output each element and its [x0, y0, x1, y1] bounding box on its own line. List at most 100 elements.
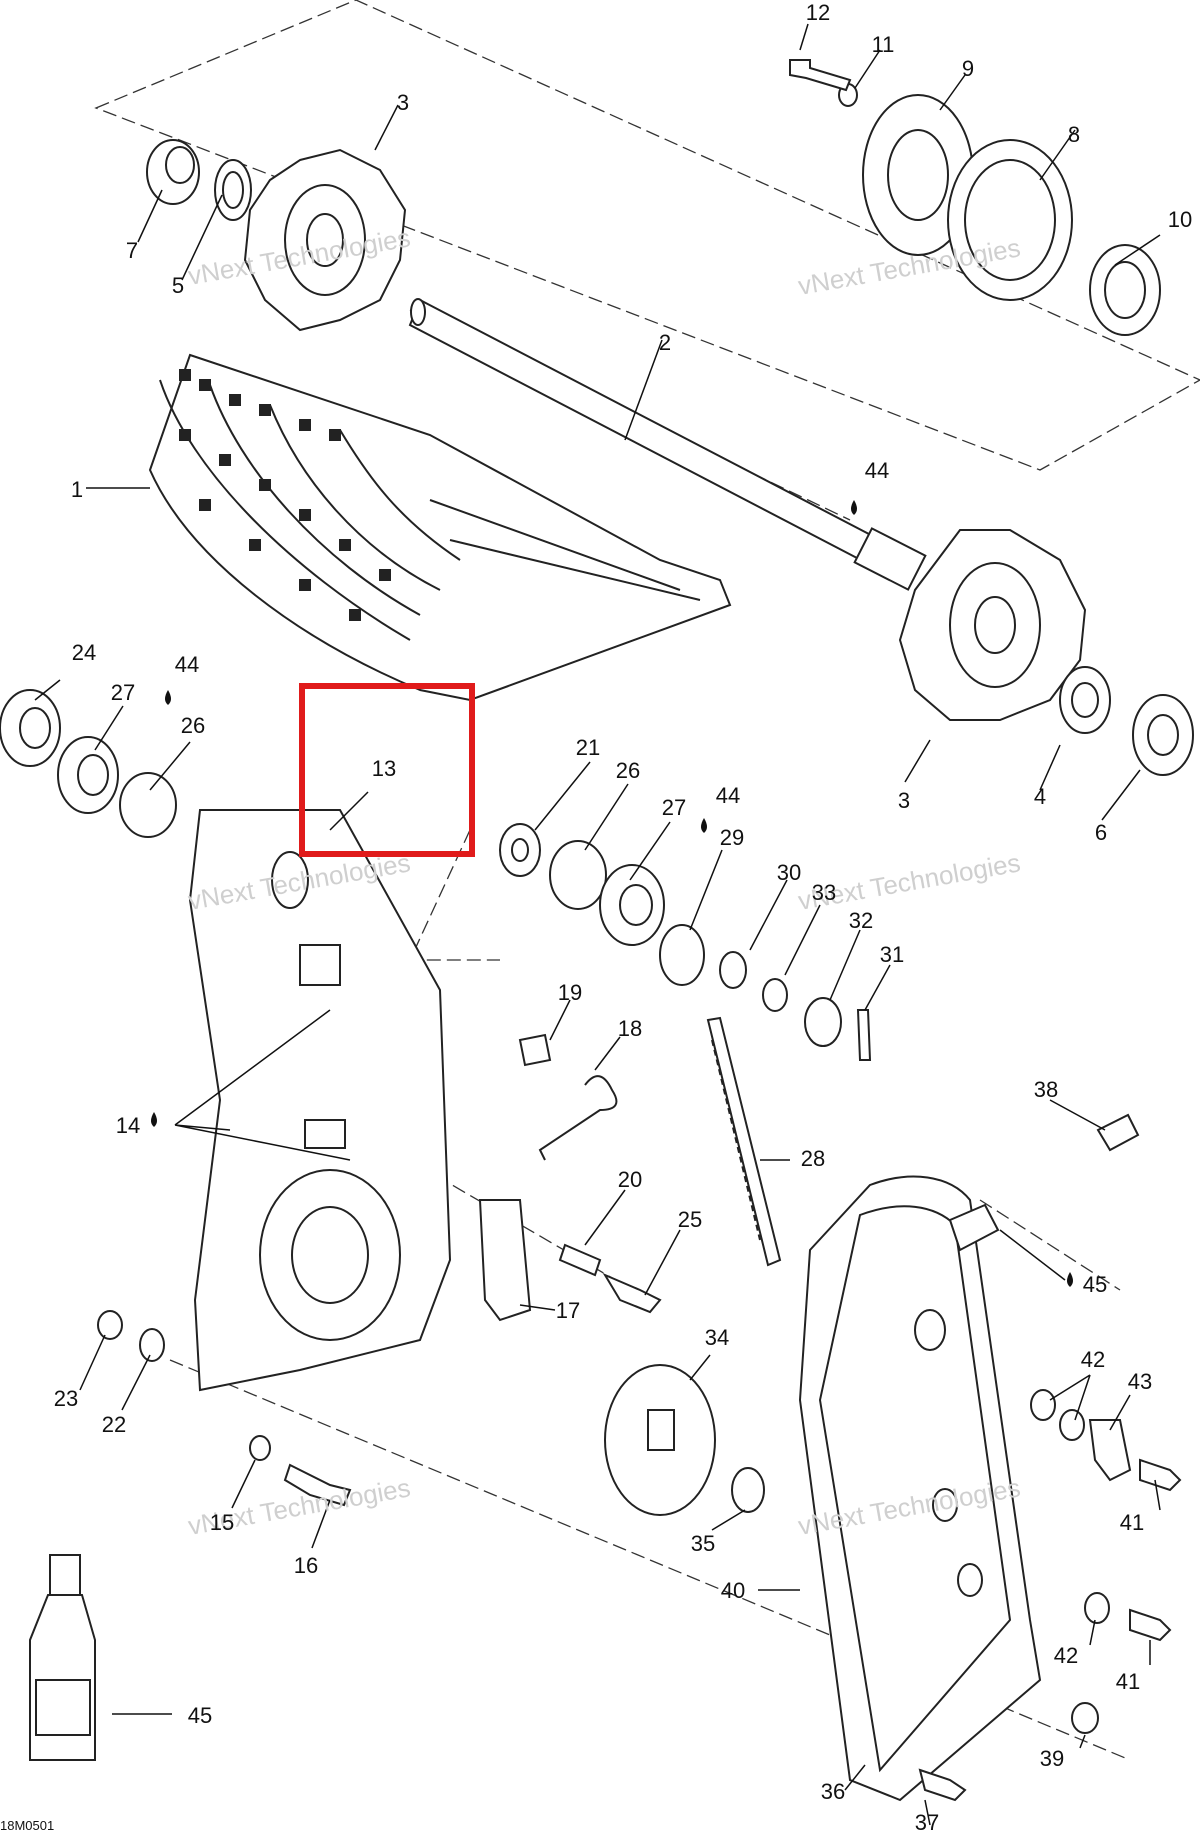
callout-15: 15 — [210, 1510, 234, 1535]
callout-6: 6 — [1095, 820, 1107, 845]
callout-23: 23 — [54, 1386, 78, 1411]
callout-4: 4 — [1034, 784, 1046, 809]
washer-33 — [762, 978, 788, 1012]
callout-25: 25 — [678, 1207, 702, 1232]
upper-assembly-outline — [94, 0, 1200, 471]
spacer-26a — [119, 772, 177, 838]
callout-3-lower: 3 — [898, 788, 910, 813]
bolt-16 — [283, 1463, 352, 1507]
drive-chain — [706, 1016, 782, 1267]
figure-reference: 18M0501 — [0, 1818, 54, 1833]
callout-19: 19 — [558, 980, 582, 1005]
callout-24: 24 — [72, 640, 96, 665]
callout-43: 43 — [1128, 1369, 1152, 1394]
spring-18 — [538, 1075, 618, 1161]
driveshaft-end-45 — [948, 1203, 1000, 1252]
callout-7: 7 — [126, 238, 138, 263]
washer-15 — [249, 1435, 271, 1461]
callout-12: 12 — [806, 0, 830, 25]
callout-41-lower: 41 — [1116, 1669, 1140, 1694]
washer-42c — [1084, 1592, 1110, 1624]
callout-42-upper: 42 — [1081, 1347, 1105, 1372]
washer-42b — [1059, 1409, 1085, 1441]
retainer-ring-35 — [731, 1467, 765, 1513]
axle-shaft — [408, 298, 927, 591]
oil-bottle — [29, 1554, 96, 1761]
chaincase-housing — [188, 809, 452, 1392]
pin-31 — [856, 1009, 872, 1061]
drop-icon — [165, 690, 171, 705]
callout-21: 21 — [576, 735, 600, 760]
bolt-38 — [1096, 1113, 1140, 1152]
callout-30: 30 — [777, 860, 801, 885]
callout-16: 16 — [294, 1553, 318, 1578]
lower-assembly-outline — [408, 829, 500, 961]
callout-44-mid: 44 — [716, 783, 740, 808]
bolt-25 — [602, 1272, 662, 1314]
drop-icon — [151, 1112, 157, 1127]
track-belt — [148, 353, 732, 702]
callout-38: 38 — [1034, 1077, 1058, 1102]
callout-34: 34 — [705, 1325, 729, 1350]
callout-37: 37 — [915, 1810, 939, 1834]
tensioner-arm-17 — [478, 1199, 532, 1322]
callout-26-mid: 26 — [616, 758, 640, 783]
callout-13: 13 — [372, 756, 396, 781]
callout-17: 17 — [556, 1298, 580, 1323]
callout-44-upper: 44 — [865, 458, 889, 483]
drop-icon — [701, 818, 707, 833]
callout-45-bottle: 45 — [188, 1703, 212, 1728]
callout-32: 32 — [849, 908, 873, 933]
callout-10: 10 — [1168, 207, 1192, 232]
callout-39: 39 — [1040, 1746, 1064, 1771]
washer-23 — [97, 1310, 123, 1340]
bolt-37 — [918, 1768, 967, 1802]
callout-40: 40 — [721, 1578, 745, 1603]
callout-11: 11 — [872, 32, 895, 57]
callout-33: 33 — [812, 880, 836, 905]
drive-sprocket-upper — [243, 148, 407, 332]
driven-sprocket — [604, 1364, 716, 1516]
callout-31: 31 — [880, 942, 904, 967]
callout-27-mid: 27 — [662, 795, 686, 820]
bearing-27b — [599, 864, 665, 946]
drop-icon — [1067, 1272, 1073, 1287]
seal-10 — [1089, 244, 1161, 336]
seal-5 — [214, 159, 252, 221]
callout-2: 2 — [659, 330, 671, 355]
callout-20: 20 — [618, 1167, 642, 1192]
callout-26-left: 26 — [181, 713, 205, 738]
washer-42a — [1030, 1389, 1056, 1421]
callout-3-upper: 3 — [397, 90, 409, 115]
bearing-6 — [1132, 694, 1194, 776]
callout-1: 1 — [71, 477, 83, 502]
bearing-7 — [146, 139, 200, 205]
callout-22: 22 — [102, 1412, 126, 1437]
washer-30 — [719, 951, 747, 989]
plug-39 — [1071, 1702, 1099, 1734]
callout-44-left: 44 — [175, 652, 199, 677]
washer-22 — [139, 1328, 165, 1362]
washer-21 — [499, 823, 541, 877]
callout-41-upper: 41 — [1120, 1510, 1144, 1535]
sprocket-29 — [659, 924, 705, 986]
callout-9: 9 — [962, 56, 974, 81]
bearing-housing-8 — [947, 139, 1073, 301]
callout-29: 29 — [720, 825, 744, 850]
callout-5: 5 — [172, 273, 184, 298]
bearing-27a — [57, 736, 119, 814]
callout-27-left: 27 — [111, 680, 135, 705]
callout-18: 18 — [618, 1016, 642, 1041]
cover-centerline — [979, 1199, 1121, 1291]
callout-35: 35 — [691, 1531, 715, 1556]
spacer-26b — [549, 840, 607, 910]
chaincase-cover — [798, 1175, 1042, 1802]
drop-icon — [851, 500, 857, 515]
callout-14: 14 — [116, 1113, 140, 1138]
pin-20 — [558, 1243, 602, 1277]
callout-42-lower: 42 — [1054, 1643, 1078, 1668]
bolt-41a — [1139, 1458, 1182, 1492]
retainer-9 — [862, 94, 974, 256]
spacer-19 — [518, 1033, 552, 1067]
